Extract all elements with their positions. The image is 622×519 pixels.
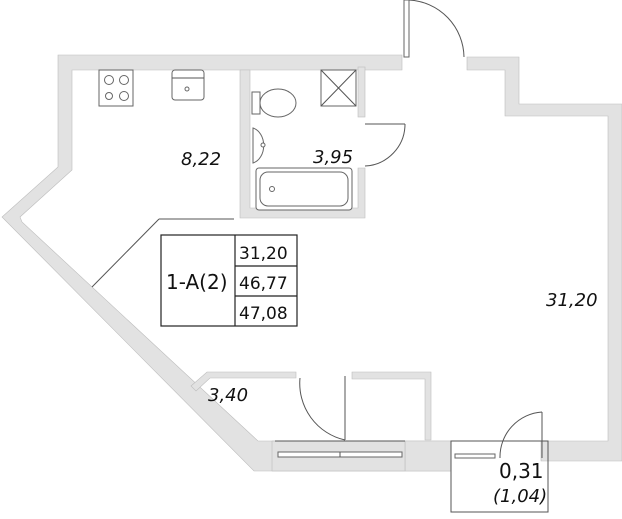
basin-icon: [252, 127, 266, 164]
closet-door[interactable]: [299, 376, 346, 441]
toilet-icon: [251, 88, 297, 118]
room-area-living: 31,20: [546, 290, 598, 311]
bathroom-door[interactable]: [364, 123, 406, 167]
total-area-with-balcony: 47,08: [239, 304, 288, 324]
partition-line: [91, 218, 160, 288]
total-area: 46,77: [239, 274, 288, 294]
living-area: 31,20: [239, 244, 288, 264]
closet-walls: [190, 371, 432, 441]
shower-icon: [320, 69, 357, 107]
bathtub-icon: [255, 167, 353, 211]
room-area-closet: 3,40: [208, 385, 248, 406]
room-area-balcony: 0,31: [499, 459, 544, 483]
kitchen-sink-icon: [171, 69, 205, 101]
room-area-kitchen: 8,22: [181, 149, 221, 170]
outer-walls: [1, 54, 622, 472]
apartment-label-box: 1-A(2) 31,20 46,77 47,08: [160, 234, 298, 327]
room-area-balcony-full: (1,04): [493, 486, 547, 507]
stove-icon: [98, 69, 134, 107]
bathroom-walls: [239, 66, 366, 219]
balcony: [450, 440, 549, 513]
entrance-door[interactable]: [403, 0, 465, 58]
apartment-code: 1-A(2): [166, 270, 228, 294]
window: [275, 440, 405, 458]
room-area-bathroom: 3,95: [313, 147, 353, 168]
balcony-door[interactable]: [499, 411, 543, 459]
